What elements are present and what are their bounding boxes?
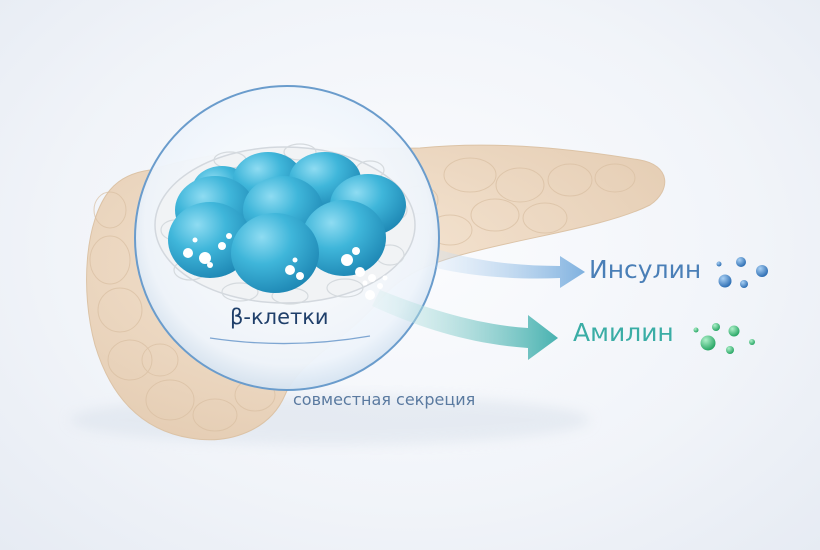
beta-cells-label: β-клетки bbox=[230, 305, 329, 329]
insulin-label: Инсулин bbox=[589, 255, 702, 284]
amylin-arrow bbox=[372, 290, 558, 360]
beta-cell-magnifier bbox=[134, 85, 440, 391]
amylin-label: Амилин bbox=[573, 318, 674, 347]
insulin-molecules-icon bbox=[716, 257, 768, 288]
co-secretion-label: совместная секреция bbox=[293, 390, 476, 409]
insulin-arrow bbox=[436, 250, 585, 288]
beta-cells-cluster bbox=[168, 152, 406, 293]
divider-line bbox=[209, 335, 371, 345]
secretion-granules bbox=[183, 233, 388, 300]
amylin-molecules-icon bbox=[693, 323, 755, 354]
